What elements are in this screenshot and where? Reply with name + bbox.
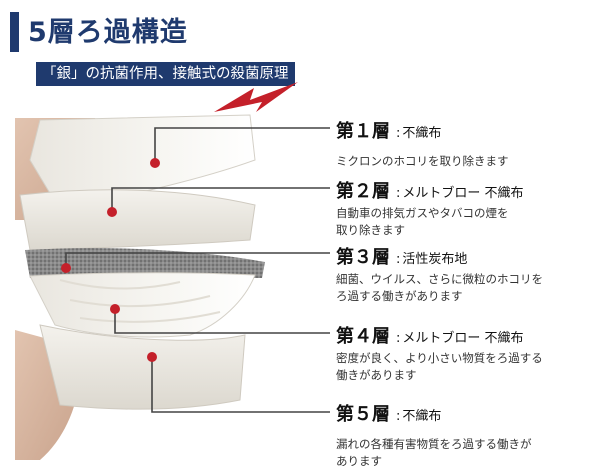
- layer-2: 第２層:メルトブロー 不織布 自動車の排気ガスやタバコの煙を 取り除きます: [336, 177, 586, 239]
- layer-4-separator: :: [396, 331, 401, 346]
- layer-4-name: メルトブロー 不織布: [402, 331, 524, 346]
- layer-1-title: 第１層: [336, 121, 390, 142]
- layer-4-description: 密度が良く、より小さい物質をろ過する 働きがあります: [336, 351, 543, 382]
- layer-3-description: 細菌、ウイルス、さらに微粒のホコリを ろ過する働きがあります: [336, 272, 543, 303]
- mask-layers-illustration: [15, 114, 265, 460]
- layer-3: 第３層:活性炭布地 細菌、ウイルス、さらに微粒のホコリを ろ過する働きがあります: [336, 243, 586, 305]
- layer-5-name: 不織布: [402, 409, 442, 424]
- layer-2-description: 自動車の排気ガスやタバコの煙を 取り除きます: [336, 206, 509, 237]
- layer-4: 第４層:メルトブロー 不織布 密度が良く、より小さい物質をろ過する 働きがありま…: [336, 322, 586, 384]
- subtitle-banner: 「銀」の抗菌作用、接触式の殺菌原理: [36, 62, 295, 86]
- layer-3-separator: :: [396, 252, 401, 267]
- layer-5-description: 漏れの各種有害物質をろ過する働きが あります: [336, 437, 532, 468]
- layer-1-separator: :: [396, 126, 401, 141]
- layer-3-name: 活性炭布地: [402, 252, 468, 267]
- layer-1: 第１層:不織布 ミクロンのホコリを取り除きます: [336, 117, 586, 170]
- layer-3-title: 第３層: [336, 247, 390, 268]
- layer-1-name: 不織布: [402, 126, 442, 141]
- layer-1-description: ミクロンのホコリを取り除きます: [336, 154, 509, 168]
- title-accent-bar: [10, 12, 19, 52]
- layer-2-name: メルトブロー 不織布: [402, 186, 524, 201]
- layer-5-separator: :: [396, 409, 401, 424]
- layer-5-title: 第５層: [336, 404, 390, 425]
- red-arrow-icon: [214, 82, 298, 112]
- layer-5: 第５層:不織布 漏れの各種有害物質をろ過する働きが あります: [336, 400, 586, 470]
- layer-2-title: 第２層: [336, 181, 390, 202]
- page-title: 5層ろ過構造: [28, 17, 188, 48]
- layer-2-separator: :: [396, 186, 401, 201]
- layer-4-title: 第４層: [336, 326, 390, 347]
